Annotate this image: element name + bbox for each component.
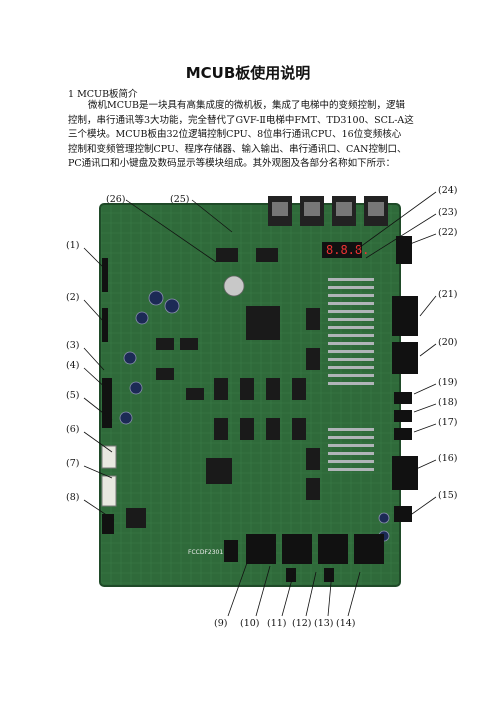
callout-label-12: (12): [292, 618, 312, 629]
callout-label-25: (25): [170, 194, 190, 205]
intro-line: 微机MCUB是一块具有高集成度的微机板，集成了电梯中的变频控制，逻辑: [88, 100, 405, 111]
callout-label-18: (18): [438, 397, 458, 408]
left-connectors: [101, 258, 117, 534]
io-component-rows: [328, 278, 374, 471]
right-connectors: [392, 236, 418, 522]
document-title: MCUB板使用说明: [185, 64, 311, 82]
callout-label-2: (2): [66, 292, 80, 303]
callout-label-19: (19): [438, 377, 458, 388]
callout-label-4: (4): [66, 360, 80, 371]
intro-line: PC通讯口和小键盘及数码显示等模块组成。其外观图及各部分名称如下所示：: [68, 158, 396, 170]
seven-segment-display: [322, 242, 362, 258]
callout-label-11: (11): [267, 618, 287, 629]
top-relays: [268, 196, 388, 226]
callout-label-8: (8): [66, 492, 80, 503]
callout-label-17: (17): [438, 417, 458, 428]
intro-paragraph: 微机MCUB是一块具有高集成度的微机板，集成了电梯中的变频控制，逻辑 控制，串行…: [68, 99, 436, 172]
board-model-silkscreen: FCCDF2301: [188, 549, 223, 556]
callout-label-1: (1): [66, 240, 80, 251]
callout-label-10: (10): [240, 618, 260, 629]
callout-label-23: (23): [438, 207, 458, 218]
callout-label-21: (21): [438, 289, 458, 300]
callout-label-3: (3): [66, 340, 80, 351]
capacitors: [119, 275, 390, 542]
seg-display-text: 8.8.8.: [326, 243, 369, 257]
callout-label-6: (6): [66, 424, 80, 435]
callout-label-9: (9): [214, 618, 228, 629]
callout-label-24: (24): [438, 185, 458, 196]
callout-label-15: (15): [438, 490, 458, 501]
board-illustration: 8.8.8. FCCDF2301: [99, 196, 418, 587]
ic-chips: [126, 248, 320, 528]
callout-label-20: (20): [438, 337, 458, 348]
intro-line: 控制和变频管理控制CPU、程序存储器、输入输出、串行通讯口、CAN控制口、: [68, 143, 407, 155]
callout-label-5: (5): [66, 390, 80, 401]
callout-label-13: (13): [314, 618, 334, 629]
mcub-board-photo: 8.8.8. FCCDF2301: [96, 188, 440, 590]
section-heading: 1 MCUB板简介: [68, 89, 138, 100]
intro-line: 三个模块。MCUB板由32位逻辑控制CPU、8位串行通讯CPU、16位变频核心: [68, 129, 402, 141]
intro-line: 控制，串行通讯等3大功能，完全替代了GVF-Ⅱ电梯中FMT、TD3100、SCL…: [68, 114, 414, 126]
callout-label-7: (7): [66, 458, 80, 469]
callout-label-22: (22): [438, 227, 458, 238]
callout-label-16: (16): [438, 453, 458, 464]
callout-label-26: (26): [106, 194, 126, 205]
callout-label-14: (14): [336, 618, 356, 629]
bottom-connectors: [224, 534, 384, 582]
